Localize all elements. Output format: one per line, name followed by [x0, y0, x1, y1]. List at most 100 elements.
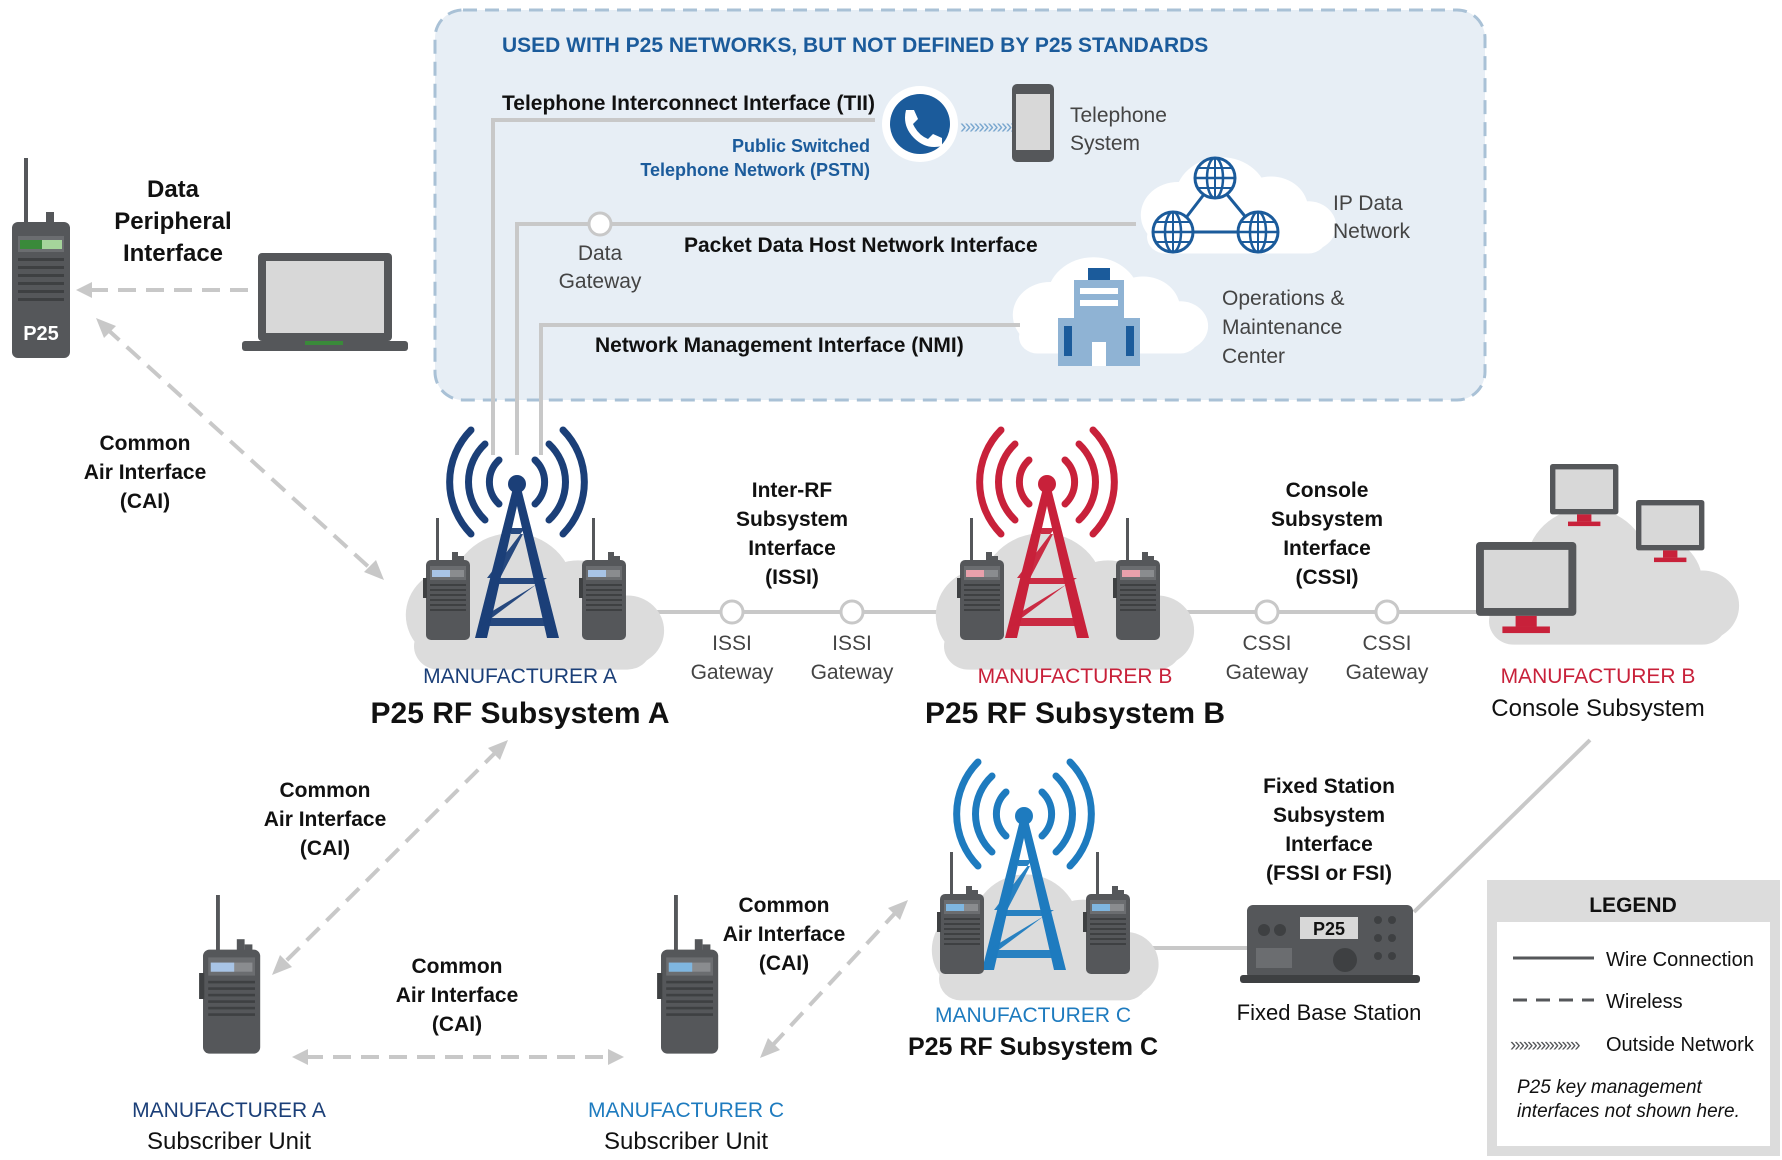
cai-bottom-right-label-3: (CAI)	[759, 952, 809, 975]
cssi-gateway-2-label-1: CSSI	[1362, 632, 1411, 655]
outside-network-arrows: »»»»»»»	[960, 116, 1026, 138]
cssi-label-2: Subsystem	[1271, 508, 1383, 531]
subsystem-c-radio-right-icon	[1083, 852, 1130, 974]
issi-gateway-1-label-2: Gateway	[691, 661, 774, 684]
cai-top-left-label-1: Common	[100, 432, 191, 455]
legend: LEGEND Wire Connection Wireless »»»»»»»»…	[1487, 880, 1780, 1156]
fssi-label-3: Interface	[1285, 833, 1373, 856]
backbone-wires	[630, 610, 1592, 950]
pstn-label-2: Telephone Network (PSTN)	[640, 160, 870, 180]
fssi-label-4: (FSSI or FSI)	[1266, 862, 1392, 885]
fssi-label-1: Fixed Station	[1263, 775, 1395, 798]
subsystem-c-manufacturer: MANUFACTURER C	[935, 1004, 1131, 1027]
outside-network-zone	[433, 8, 1487, 402]
data-gateway-label-2: Gateway	[559, 270, 642, 293]
cai-arrow-ml-2	[272, 955, 292, 975]
cssi-label-4: (CSSI)	[1296, 566, 1359, 589]
subscriber-c-name: Subscriber Unit	[604, 1128, 768, 1155]
subscriber-a-radio-icon	[199, 895, 261, 1054]
cai-mid-left-label-3: (CAI)	[300, 837, 350, 860]
subsystem-a-radio-right-icon	[579, 518, 626, 640]
cssi-label-1: Console	[1286, 479, 1369, 502]
issi-label-1: Inter-RF	[752, 479, 833, 502]
legend-wire-label: Wire Connection	[1606, 949, 1754, 971]
cai-arrow-br-2	[760, 1038, 780, 1058]
data-peripheral-arrow	[76, 282, 92, 298]
cai-arrow-ml-1	[488, 740, 508, 760]
cai-arrow-br-1	[888, 900, 908, 920]
cai-top-left-label-2: Air Interface	[84, 461, 207, 484]
data-gateway-label-1: Data	[578, 242, 623, 265]
subsystem-b-name: P25 RF Subsystem B	[925, 697, 1225, 730]
cai-link-top-left	[104, 326, 374, 572]
telephone-system-label-1: Telephone	[1070, 104, 1167, 127]
subsystem-a-name: P25 RF Subsystem A	[371, 697, 670, 730]
cssi-label-3: Interface	[1283, 537, 1371, 560]
tii-label: Telephone Interconnect Interface (TII)	[502, 92, 875, 115]
issi-label-3: Interface	[748, 537, 836, 560]
console-name: Console Subsystem	[1491, 695, 1704, 722]
cai-mid-left-label-1: Common	[280, 779, 371, 802]
telephone-system-label-2: System	[1070, 132, 1140, 155]
data-peripheral-radio	[12, 158, 70, 358]
building-icon	[1058, 268, 1140, 366]
legend-note-1: P25 key management	[1517, 1077, 1703, 1098]
fixed-base-station-icon	[1240, 905, 1420, 983]
subscriber-a-manufacturer: MANUFACTURER A	[132, 1099, 326, 1122]
cai-links-lower	[280, 748, 900, 1059]
radio-p25-badge: P25	[23, 323, 59, 345]
issi-label-2: Subsystem	[736, 508, 848, 531]
legend-wireless-label: Wireless	[1606, 991, 1683, 1013]
fixed-base-p25-badge: P25	[1313, 919, 1345, 939]
outside-interface-wires	[491, 118, 1136, 455]
ip-data-network-label-1: IP Data	[1333, 192, 1403, 215]
ops-center-label-3: Center	[1222, 345, 1285, 368]
ops-center-label-1: Operations &	[1222, 287, 1345, 310]
issi-gateway-2-label-1: ISSI	[832, 632, 872, 655]
issi-label-4: (ISSI)	[765, 566, 819, 589]
legend-outside-label: Outside Network	[1606, 1034, 1755, 1056]
legend-note-2: interfaces not shown here.	[1517, 1101, 1740, 1122]
issi-gateway-node-1	[719, 599, 745, 625]
cai-bottom-mid-label-3: (CAI)	[432, 1013, 482, 1036]
subsystem-a-radio-left-icon	[423, 518, 470, 640]
cai-mid-left-label-2: Air Interface	[264, 808, 387, 831]
subsystem-c-name: P25 RF Subsystem C	[908, 1033, 1158, 1061]
legend-title: LEGEND	[1589, 894, 1677, 917]
cai-bottom-mid-label-1: Common	[412, 955, 503, 978]
data-peripheral-label-3: Interface	[123, 240, 223, 267]
packet-data-label: Packet Data Host Network Interface	[684, 234, 1038, 257]
nmi-label: Network Management Interface (NMI)	[595, 334, 964, 357]
cai-arrow-tl-1	[96, 318, 116, 338]
issi-gateway-2-label-2: Gateway	[811, 661, 894, 684]
cssi-gateway-node-1	[1254, 599, 1280, 625]
phone-icon	[882, 86, 958, 162]
issi-gateway-1-label-1: ISSI	[712, 632, 752, 655]
subsystem-b-radio-left-icon	[957, 518, 1004, 640]
cai-arrow-bm-2	[608, 1049, 624, 1065]
subsystem-c-radio-left-icon	[937, 852, 984, 974]
console-manufacturer: MANUFACTURER B	[1501, 665, 1696, 688]
subsystem-b-radio-right-icon	[1113, 518, 1160, 640]
smartphone-icon	[1012, 84, 1054, 162]
cai-bottom-mid-label-2: Air Interface	[396, 984, 519, 1007]
cai-arrow-bm-1	[292, 1049, 308, 1065]
pstn-label-1: Public Switched	[732, 136, 870, 156]
data-peripheral-label-1: Data	[147, 176, 200, 203]
fixed-base-name: Fixed Base Station	[1237, 1000, 1422, 1025]
ip-network-icon	[1151, 156, 1280, 254]
ip-data-network-label-2: Network	[1333, 220, 1411, 243]
cssi-gateway-1-label-2: Gateway	[1226, 661, 1309, 684]
outside-zone-title: USED WITH P25 NETWORKS, BUT NOT DEFINED …	[502, 34, 1208, 57]
data-gateway-node	[587, 211, 613, 237]
laptop-icon	[242, 253, 408, 351]
cssi-gateway-2-label-2: Gateway	[1346, 661, 1429, 684]
cai-arrow-tl-2	[364, 560, 384, 580]
subscriber-c-manufacturer: MANUFACTURER C	[588, 1099, 784, 1122]
legend-outside-swatch: »»»»»»»»	[1510, 1035, 1580, 1056]
cssi-gateway-node-2	[1374, 599, 1400, 625]
ops-center-label-2: Maintenance	[1222, 316, 1342, 339]
cai-bottom-right-label-2: Air Interface	[723, 923, 846, 946]
cai-bottom-right-label-1: Common	[739, 894, 830, 917]
